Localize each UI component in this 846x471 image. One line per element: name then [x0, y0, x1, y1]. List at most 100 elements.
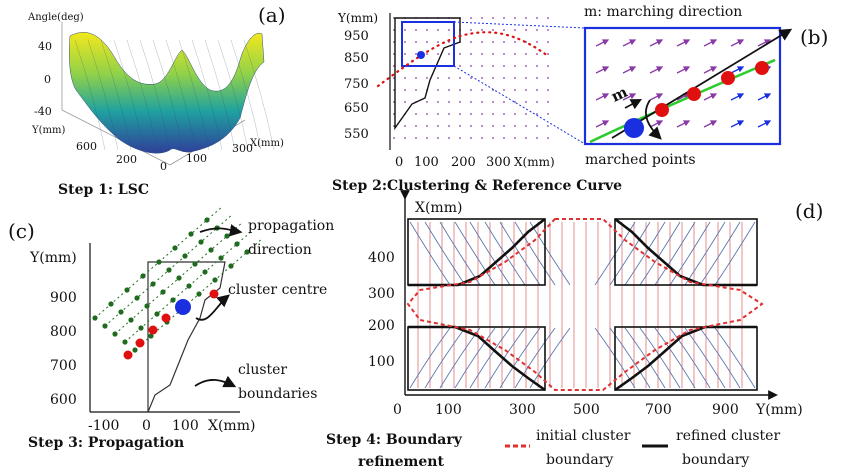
grid-dot: [404, 89, 406, 91]
grid-dot: [514, 125, 516, 127]
grid-dot: [415, 77, 417, 79]
y-tick-c-3: 600: [50, 392, 77, 408]
grid-dot: [503, 17, 505, 19]
grid-dot: [437, 89, 439, 91]
grid-dot: [470, 17, 472, 19]
panel-a: Angle(deg) 40 0 -40 Y(mm) 600 200 0 100 …: [27, 3, 286, 198]
grid-dot: [525, 65, 527, 67]
grid-dot: [492, 41, 494, 43]
direction-arrow: [730, 66, 745, 74]
direction-arrow: [703, 93, 718, 101]
curve-field: [409, 221, 756, 389]
step-3-caption: Step 3: Propagation: [28, 435, 184, 451]
surface-plot: [69, 32, 265, 154]
grid-dot: [492, 101, 494, 103]
mesh-line: [165, 39, 197, 151]
grid-dot: [437, 101, 439, 103]
grid-dot: [547, 101, 549, 103]
grid-dot: [492, 77, 494, 79]
grid-dot: [459, 137, 461, 139]
x-tick-a-2: 300: [232, 142, 253, 155]
grid-dot: [437, 53, 439, 55]
grid-dot: [448, 29, 450, 31]
step-4-caption-2: refinement: [358, 454, 444, 470]
grid-dot: [514, 65, 516, 67]
region-bottom-right: [614, 326, 758, 391]
marched-point: [687, 87, 701, 101]
grid-dot: [514, 137, 516, 139]
direction-arrow: [649, 120, 664, 128]
field-curve: [639, 221, 681, 286]
marching-direction-arrow: [611, 28, 793, 139]
step-4-caption-1: Step 4: Boundary: [326, 432, 463, 448]
direction-arrow: [676, 93, 691, 101]
direction-arrow: [757, 120, 772, 128]
field-curve: [669, 221, 711, 286]
grid-dot: [525, 89, 527, 91]
grid-dot: [514, 77, 516, 79]
grid-dot: [503, 101, 505, 103]
y-tick-b-0: 950: [344, 29, 369, 44]
grid-dot: [415, 125, 417, 127]
grid-dot: [492, 65, 494, 67]
grid-dot: [514, 29, 516, 31]
cluster-boundary-c: [147, 261, 226, 413]
grid-dot: [547, 41, 549, 43]
z-tick-1: 0: [44, 73, 51, 86]
grid-dot: [492, 29, 494, 31]
cluster-boundaries-label-1: cluster: [238, 362, 287, 378]
y-tick-a-0: 600: [76, 140, 97, 153]
zoom-box: [401, 21, 455, 67]
field-curve: [469, 221, 511, 286]
grid-dot: [503, 137, 505, 139]
marched-point: [721, 71, 735, 85]
propagation-label-1: propagation: [248, 218, 334, 234]
propagation-grid: [92, 205, 264, 360]
cluster-outline: [394, 17, 461, 131]
mesh-line: [113, 39, 145, 151]
field-curve: [514, 221, 556, 286]
grid-dot: [404, 101, 406, 103]
field-curve: [699, 327, 741, 389]
grid-dot: [481, 29, 483, 31]
x-axis-label-c: X(mm): [208, 418, 255, 434]
grid-dot: [459, 101, 461, 103]
cluster-point: [135, 338, 145, 348]
grid-dot: [470, 89, 472, 91]
grid-dot: [547, 137, 549, 139]
field-curve: [624, 327, 666, 389]
grid-dot: [547, 53, 549, 55]
field-curve: [624, 221, 666, 286]
field-curve: [699, 221, 741, 286]
legend-initial-2: boundary: [546, 452, 613, 468]
x-tick-d-0: 0: [393, 402, 402, 418]
y-tick-c-0: 900: [50, 290, 77, 306]
grid-dot: [547, 125, 549, 127]
grid-dot: [492, 17, 494, 19]
grid-dot: [415, 137, 417, 139]
grid-dot: [459, 53, 461, 55]
field-curve: [424, 221, 466, 286]
panel-d: X(mm) 400 300 200 100 0 100 300 500 700 …: [326, 190, 823, 470]
propagation-line: [124, 229, 254, 343]
mesh-line: [217, 39, 249, 151]
x-tick-a-0: 0: [160, 160, 167, 173]
y-tick-c-2: 700: [50, 358, 77, 374]
grid-dot: [547, 65, 549, 67]
grid-dot: [492, 113, 494, 115]
grid-dot: [393, 137, 395, 139]
y-axis-label-c: Y(mm): [29, 250, 77, 266]
region-top-right: [614, 218, 758, 286]
grid-dot: [503, 29, 505, 31]
grid-dot: [481, 89, 483, 91]
propagation-line: [114, 221, 244, 335]
y-tick-b-3: 650: [344, 101, 369, 116]
grid-dot: [415, 53, 417, 55]
grid-dot: [481, 77, 483, 79]
direction-arrow: [595, 39, 610, 47]
grid-dot: [437, 77, 439, 79]
grid-dot: [481, 125, 483, 127]
grid-dot: [536, 77, 538, 79]
x-tick-d-3: 500: [573, 402, 600, 418]
